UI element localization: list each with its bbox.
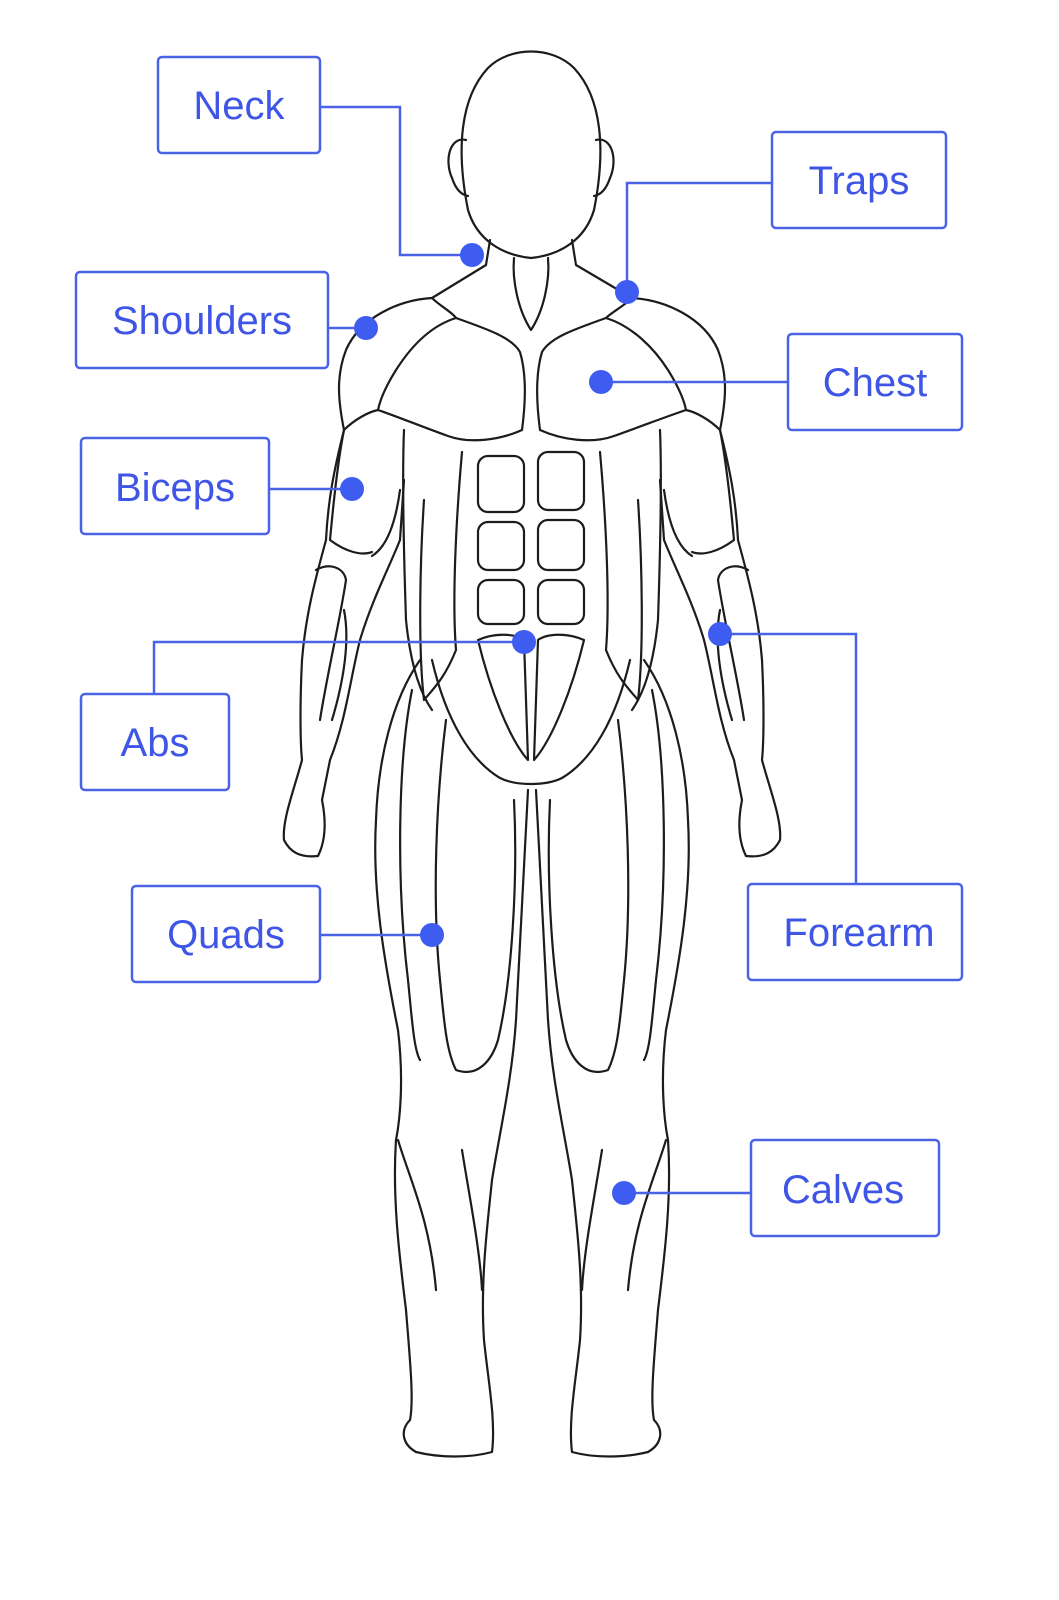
ab-block [476,520,526,572]
right-deltoid [604,296,722,432]
shoulders-dot[interactable] [354,316,378,340]
ab-block [536,450,586,512]
ab-block [536,578,586,626]
right-sartorius [642,688,665,1062]
label-abs[interactable]: Abs [79,692,231,792]
left-forearm [314,565,348,722]
label-text: Neck [193,84,285,128]
right-oblique [598,450,643,702]
abs-leader [152,640,524,694]
lower-abs [476,633,530,762]
head [460,50,602,260]
label-text: Calves [782,1168,904,1212]
right-calf [580,1138,668,1292]
torso-outline [282,296,782,858]
chest-dot[interactable] [589,370,613,394]
label-box [74,270,330,370]
label-box [156,55,322,155]
right-ear [592,138,615,198]
quads-dot[interactable] [420,923,444,947]
label-forearm[interactable]: Forearm [746,882,964,982]
calves-dot[interactable] [612,1181,636,1205]
label-biceps[interactable]: Biceps [79,436,271,536]
label-calves[interactable]: Calves [749,1138,941,1238]
label-box [749,1138,941,1238]
left-ear [447,138,470,198]
right-quad [547,718,630,1073]
label-box [770,130,948,230]
legs-outline [374,658,690,1458]
marker-dots [340,243,732,1205]
label-text: Quads [167,913,285,957]
biceps-dot[interactable] [340,477,364,501]
throat [512,256,550,332]
leader-lines [152,105,858,1195]
right-pec [536,316,688,442]
label-shoulders[interactable]: Shoulders [74,270,330,370]
left-torso-side [402,428,434,712]
lower-abs [532,633,586,762]
left-quad [434,718,517,1073]
pelvis [430,658,632,786]
label-box [79,692,231,792]
abs-grid [476,450,586,762]
forearm-dot[interactable] [708,622,732,646]
abs-dot[interactable] [512,630,536,654]
left-sartorius [399,688,422,1062]
label-neck[interactable]: Neck [156,55,322,155]
neck-leader [318,105,472,257]
traps-dot[interactable] [615,280,639,304]
left-deltoid [342,296,458,432]
left-pec [376,316,526,442]
label-text: Shoulders [112,299,292,343]
label-text: Traps [809,159,910,203]
left-arm-inner [328,428,402,558]
label-chest[interactable]: Chest [786,332,964,432]
label-box [79,436,271,536]
label-text: Abs [121,721,190,765]
label-text: Biceps [115,466,235,510]
neck-dot[interactable] [460,243,484,267]
traps-leader [625,181,772,292]
label-box [130,884,322,984]
label-box [786,332,964,432]
label-text: Forearm [783,911,934,955]
right-forearm [716,565,750,722]
neck-shape [430,238,634,300]
body-outline [282,50,782,1458]
ab-block [476,454,526,514]
left-calf [396,1138,484,1292]
label-text: Chest [823,361,928,405]
ab-block [536,518,586,572]
left-oblique [419,450,464,702]
label-box [746,882,964,982]
right-torso-side [630,428,662,712]
forearm-leader [720,632,858,884]
ab-block [476,578,526,626]
label-quads[interactable]: Quads [130,884,322,984]
right-arm-inner [662,428,736,558]
label-traps[interactable]: Traps [770,130,948,230]
